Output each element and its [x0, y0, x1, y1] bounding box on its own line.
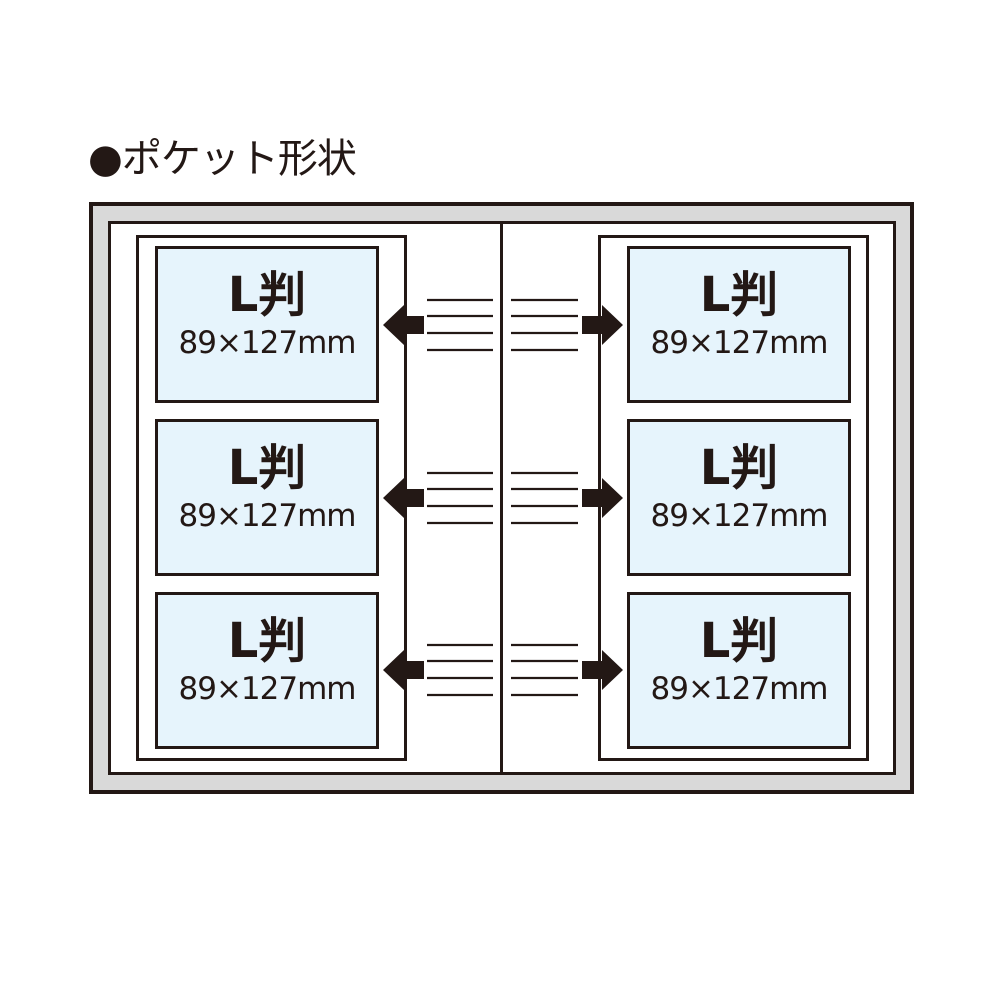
- left-arrow-icon: [383, 478, 424, 518]
- left-pocket-1: L判 89×127mm: [155, 246, 379, 403]
- left-arrow-icon: [383, 305, 424, 345]
- pocket-dimensions: 89×127mm: [650, 498, 829, 534]
- section-title: ●ポケット形状: [88, 136, 357, 182]
- pocket-size-label: L判: [227, 440, 307, 496]
- pocket-dimensions: 89×127mm: [178, 498, 357, 534]
- pocket-size-label: L判: [699, 440, 779, 496]
- pocket-size-label: L判: [699, 613, 779, 669]
- pocket-size-label: L判: [699, 267, 779, 323]
- pocket-dimensions: 89×127mm: [178, 325, 357, 361]
- left-pocket-3: L判 89×127mm: [155, 592, 379, 749]
- pocket-dimensions: 89×127mm: [650, 325, 829, 361]
- left-pocket-2: L判 89×127mm: [155, 419, 379, 576]
- right-arrow-icon: [582, 650, 623, 690]
- right-arrow-icon: [582, 478, 623, 518]
- right-pocket-3: L判 89×127mm: [627, 592, 851, 749]
- pocket-dimensions: 89×127mm: [178, 671, 357, 707]
- left-arrow-icon: [383, 650, 424, 690]
- right-pocket-2: L判 89×127mm: [627, 419, 851, 576]
- pocket-dimensions: 89×127mm: [650, 671, 829, 707]
- right-pocket-1: L判 89×127mm: [627, 246, 851, 403]
- album-spine-line: [500, 221, 503, 775]
- right-arrow-icon: [582, 305, 623, 345]
- pocket-size-label: L判: [227, 267, 307, 323]
- pocket-size-label: L判: [227, 613, 307, 669]
